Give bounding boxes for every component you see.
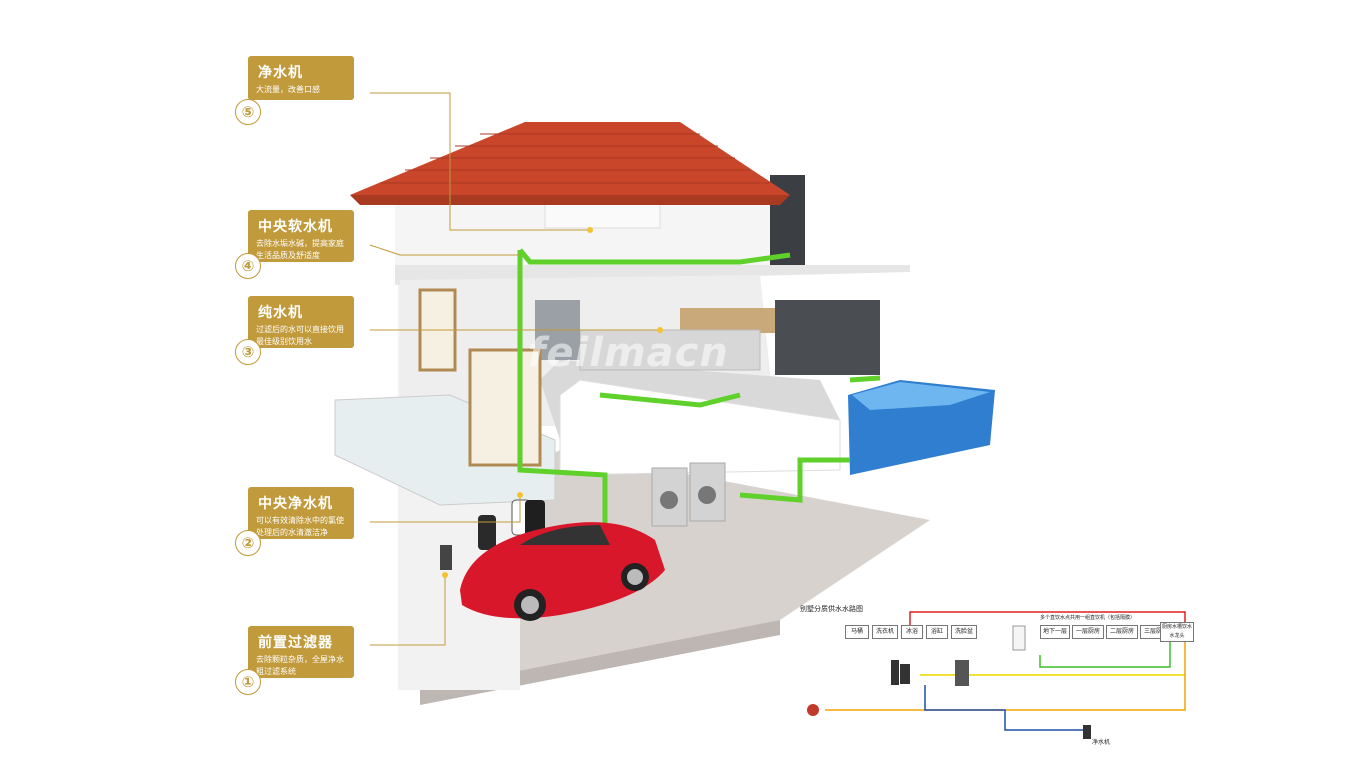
callout-3: 纯水机 过滤后的水可以直接饮用最佳级别饮用水 — [248, 296, 354, 348]
diagram-node-washer: 洗衣机 — [872, 625, 898, 639]
callout-4: 中央软水机 去除水垢水碱，提高家庭生活品质及舒适度 — [248, 210, 354, 262]
callout-2-title: 中央净水机 — [258, 496, 333, 512]
callout-4-number: ④ — [235, 253, 261, 279]
callout-1-number: ① — [235, 669, 261, 695]
callout-4-title: 中央软水机 — [258, 219, 333, 235]
callout-3-title: 纯水机 — [258, 305, 303, 321]
callout-1: 前置过滤器 去除颗粒杂质，全屋净水粗过滤系统 — [248, 626, 354, 678]
diagram-node-kitchen-1: 一层厨房 — [1072, 625, 1104, 639]
callout-1-desc: 去除颗粒杂质，全屋净水粗过滤系统 — [256, 655, 344, 676]
red-car — [460, 522, 665, 621]
callout-4-desc: 去除水垢水碱，提高家庭生活品质及舒适度 — [256, 239, 344, 260]
callout-1-title: 前置过滤器 — [258, 635, 333, 651]
diagram-node-basement: 地下一层 — [1040, 625, 1070, 639]
watermark: feilmacn — [528, 330, 729, 376]
central-water-purifier-tank — [478, 515, 496, 550]
diagram-node-shower: 冰浴 — [901, 625, 923, 639]
callout-2-number: ② — [235, 530, 261, 556]
water-route-diagram — [807, 611, 1186, 739]
callout-5-number: ⑤ — [235, 99, 261, 125]
water-pipes — [517, 248, 881, 545]
callout-2-desc: 可以有效清除水中的氯使处理后的水清澈洁净 — [256, 516, 344, 537]
callout-3-number: ③ — [235, 339, 261, 365]
callout-2: 中央净水机 可以有效清除水中的氯使处理后的水清澈洁净 — [248, 487, 354, 539]
diagram-node-bathtub: 浴缸 — [926, 625, 948, 639]
pre-filter — [440, 545, 452, 570]
diagram-node-sink: 厨房水槽饮水水龙头 — [1160, 622, 1194, 642]
callout-5: 净水机 大流量，改善口感 — [248, 56, 354, 100]
callout-5-desc: 大流量，改善口感 — [256, 85, 320, 94]
diagram-node-kitchen-2: 二层厨房 — [1106, 625, 1138, 639]
diagram-bottom-label: 净水机 — [1092, 739, 1111, 746]
diagram-note: 多个直饮水点共用一组直饮机（包括隔膜） — [1040, 615, 1136, 621]
diagram-node-washbasin: 洗脸盆 — [951, 625, 977, 639]
callout-5-title: 净水机 — [258, 65, 303, 81]
diagram-node-toilet: 马桶 — [845, 625, 869, 639]
diagram-title: 别墅分质供水水路图 — [800, 605, 863, 613]
callout-3-desc: 过滤后的水可以直接饮用最佳级别饮用水 — [256, 325, 344, 346]
